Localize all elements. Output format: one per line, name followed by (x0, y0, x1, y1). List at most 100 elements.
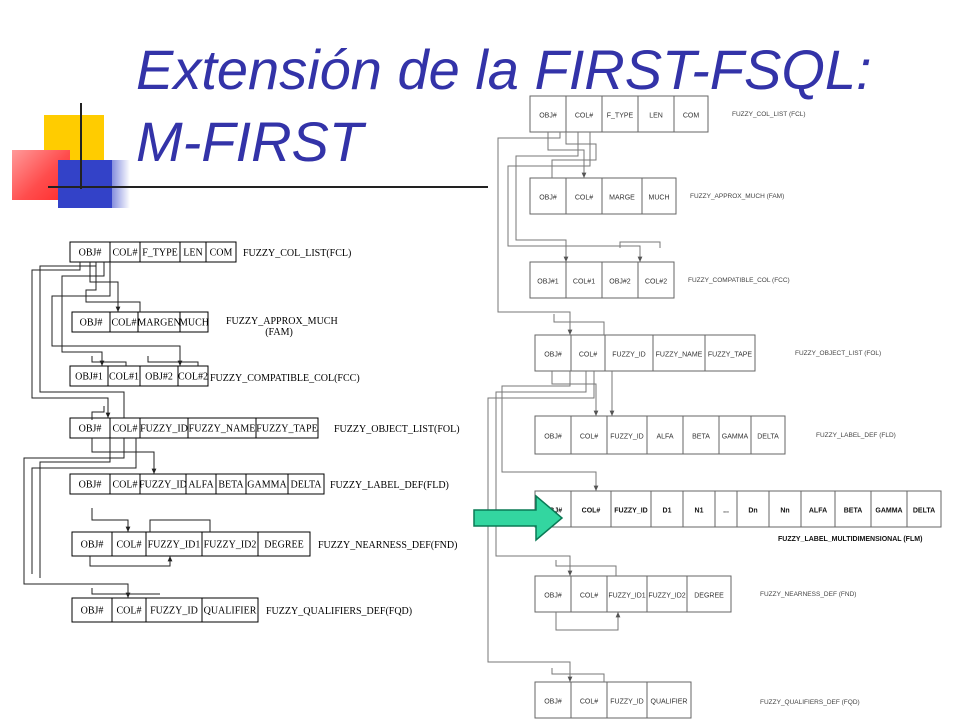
right-table-name: FUZZY_QUALIFIERS_DEF (FQD) (760, 699, 860, 706)
left-column-label: COL#1 (109, 372, 139, 383)
left-relation-line (147, 356, 199, 366)
left-column-cell (177, 365, 209, 387)
left-column-label: FUZZY_ID (140, 424, 188, 435)
left-column-label: BETA (218, 480, 244, 491)
left-column-cell (257, 531, 311, 557)
right-column-label: COL# (580, 699, 598, 706)
right-column-cell (834, 490, 872, 528)
right-column-label: N1 (695, 508, 704, 515)
decor-vertical-line (80, 103, 82, 189)
right-column-cell (637, 95, 675, 133)
right-relation-line (551, 371, 599, 416)
right-relation-line (547, 132, 587, 178)
right-column-cell (570, 681, 608, 719)
right-column-label: D1 (663, 508, 672, 515)
right-relation-line (515, 132, 579, 262)
right-relation-line (553, 314, 605, 335)
right-column-label: COL# (580, 434, 598, 441)
right-column-cell (601, 177, 643, 215)
right-column-label: FUZZY_TAPE (708, 352, 753, 359)
right-column-label: FUZZY_ID (610, 699, 643, 706)
right-column-label: OBJ# (544, 593, 562, 600)
left-column-label: F_TYPE (142, 248, 178, 259)
left-table-name: FUZZY_QUALIFIERS_DEF(FQD) (266, 606, 412, 617)
left-relation-line (61, 262, 105, 366)
left-column-label: OBJ#2 (145, 372, 173, 383)
right-column-label: FUZZY_ID (612, 352, 645, 359)
left-relation-line (149, 519, 211, 532)
left-relation-line (91, 508, 131, 532)
right-column-cell (606, 575, 648, 613)
left-column-label: COL# (113, 480, 138, 491)
right-column-cell (718, 415, 752, 455)
left-column-label: COL# (117, 540, 142, 551)
right-column-label: OBJ#2 (609, 279, 631, 286)
right-column-label: QUALIFIER (651, 699, 688, 706)
right-column-cell (682, 415, 720, 455)
left-relation-line (89, 556, 173, 567)
right-column-label: COL# (582, 508, 601, 515)
left-column-label: OBJ# (80, 318, 103, 329)
left-column-label: FUZZY_ID (150, 606, 198, 617)
right-column-label: COL# (580, 593, 598, 600)
left-table-name: FUZZY_OBJECT_LIST(FOL) (334, 424, 460, 435)
left-relation-line (91, 438, 157, 474)
left-column-label: FUZZY_ID (139, 480, 187, 491)
right-column-label: COM (683, 113, 700, 120)
left-column-cell (255, 417, 319, 439)
decor-blue-fade (100, 160, 130, 208)
left-relation-line (85, 262, 141, 312)
right-column-cell (570, 490, 612, 528)
left-relation-line (23, 438, 131, 598)
right-column-label: FUZZY_ID (614, 508, 647, 515)
left-column-label: COL# (117, 606, 142, 617)
left-column-cell (205, 241, 237, 263)
slide-title-line-2: M-FIRST (136, 110, 364, 173)
right-column-cell (704, 334, 756, 372)
right-column-cell (565, 95, 603, 133)
right-column-label: GAMMA (722, 434, 749, 441)
left-column-cell (179, 311, 209, 333)
right-column-cell (534, 575, 572, 613)
left-column-label: COL# (113, 248, 138, 259)
left-column-label: DEGREE (264, 540, 303, 551)
right-column-cell (604, 334, 654, 372)
right-column-label: DEGREE (694, 593, 724, 600)
left-column-label: LEN (183, 248, 202, 259)
right-column-cell (682, 490, 716, 528)
left-column-label: COL#2 (178, 372, 208, 383)
left-column-label: MARGEN (137, 318, 180, 329)
right-column-label: ... (723, 508, 729, 515)
left-column-cell (71, 531, 113, 557)
left-table-name: FUZZY_COMPATIBLE_COL(FCC) (210, 373, 360, 384)
left-column-label: DELTA (290, 480, 322, 491)
right-relation-line (555, 560, 617, 576)
right-column-label: COL# (575, 113, 593, 120)
left-relation-line (31, 262, 111, 418)
left-relation-line (39, 265, 125, 418)
left-column-cell (145, 531, 203, 557)
right-column-label: COL# (579, 352, 597, 359)
right-column-cell (570, 575, 608, 613)
left-column-label: OBJ# (79, 424, 102, 435)
left-column-cell (201, 531, 259, 557)
right-column-cell (529, 177, 567, 215)
left-column-label: FUZZY_NAME (189, 424, 256, 435)
right-column-label: BETA (692, 434, 710, 441)
right-column-cell (650, 490, 684, 528)
right-column-label: MUCH (649, 195, 670, 202)
right-column-cell (641, 177, 677, 215)
right-column-cell (646, 681, 692, 719)
left-relation-line (91, 406, 105, 420)
left-relation-line (31, 438, 137, 574)
right-column-label: OBJ# (544, 434, 562, 441)
right-column-cell (686, 575, 732, 613)
left-relation-line (91, 588, 160, 595)
